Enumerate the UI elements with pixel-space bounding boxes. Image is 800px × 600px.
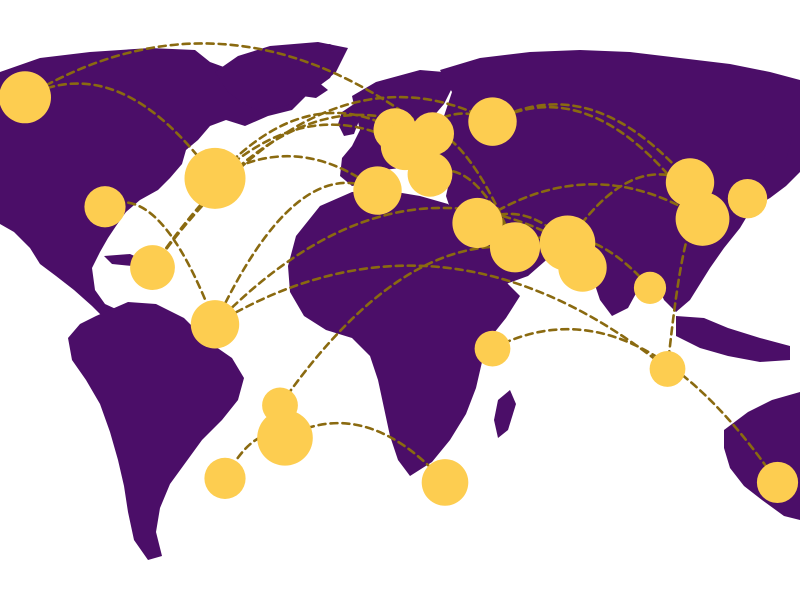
- route-bogota-jakarta: [213, 264, 669, 371]
- city-marker-lisbon: [353, 166, 402, 215]
- city-marker-los-angeles: [84, 186, 126, 228]
- city-marker-shanghai: [675, 192, 730, 246]
- city-marker-nairobi: [474, 330, 511, 367]
- cities-layer: [0, 71, 799, 506]
- city-marker-tokyo: [727, 178, 768, 219]
- route-sao-paulo-cape-town: [283, 421, 447, 484]
- city-marker-bogota: [190, 300, 240, 349]
- island-iceland: [300, 82, 328, 98]
- route-mexico-city-moscow: [151, 95, 494, 269]
- route-bogota-lisbon: [213, 181, 379, 326]
- route-cairo-shanghai: [476, 183, 704, 225]
- islands-southeast-asia: [676, 316, 790, 362]
- route-anchorage-berlin: [23, 42, 434, 136]
- city-marker-mumbai: [558, 243, 607, 292]
- continent-north-america: [0, 44, 345, 322]
- island-greenland: [215, 42, 348, 112]
- continent-south-america: [68, 302, 244, 560]
- city-marker-rome: [407, 151, 453, 197]
- city-marker-cairo: [452, 197, 503, 249]
- city-marker-riyadh: [489, 222, 541, 273]
- city-marker-anchorage: [0, 71, 51, 124]
- island-madagascar: [494, 390, 516, 438]
- city-marker-new-york: [184, 147, 246, 209]
- city-marker-mexico-city: [130, 245, 175, 290]
- route-new-york-london: [213, 111, 397, 180]
- city-marker-berlin: [411, 112, 454, 156]
- city-marker-sao-paulo: [257, 410, 313, 466]
- island-british-isles: [338, 104, 360, 136]
- city-marker-jakarta: [649, 351, 686, 387]
- continent-australia: [724, 392, 800, 520]
- city-marker-santiago: [204, 457, 246, 499]
- continent-africa: [288, 190, 520, 476]
- city-marker-bangkok: [633, 271, 667, 304]
- island-japan: [764, 128, 792, 172]
- route-nairobi-sydney: [491, 327, 779, 484]
- route-bogota-karachi: [213, 206, 569, 326]
- city-marker-cape-town: [421, 459, 469, 506]
- city-marker-moscow: [468, 97, 517, 146]
- city-marker-sydney: [756, 461, 799, 504]
